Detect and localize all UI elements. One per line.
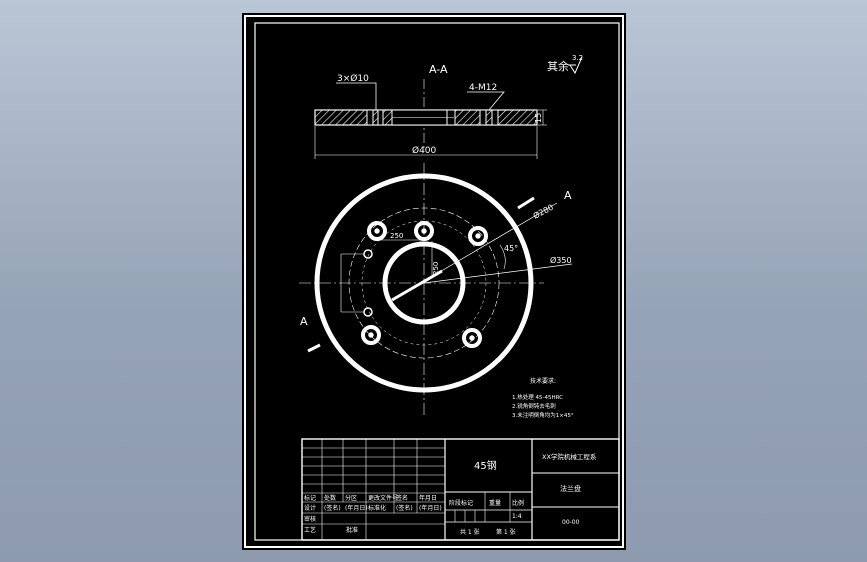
tech-req-line-2: 2.锐角倒钝去毛刺: [512, 402, 556, 410]
dim-holes-3: 3×Ø10: [337, 73, 369, 84]
tech-req-line-1: 1.热处理 45-45HRC: [512, 393, 563, 401]
tb-scale-label: 比例: [512, 499, 524, 507]
bolt-hole: [361, 221, 488, 348]
tb-header-1: 标记: [304, 494, 316, 502]
tb-scale-value: 1:4: [512, 513, 522, 520]
dim-outer-dia: Ø400: [412, 145, 437, 156]
dim-spacing-horizontal: 250: [390, 232, 403, 240]
tb-approval-3: 批准: [346, 526, 358, 534]
tb-header-3: 分区: [345, 494, 357, 502]
view-arrow-label-right: A: [564, 189, 572, 202]
section-view: [314, 109, 538, 126]
tb-approval-2: 工艺: [304, 526, 316, 534]
tech-req-heading: 技术要求:: [530, 377, 556, 385]
leader-4m12: [467, 91, 505, 111]
drawing-canvas: 其余 3.2 A-A: [244, 15, 624, 548]
tb-material: 45钢: [474, 459, 497, 472]
tb-stage-label: 阶段标记: [449, 499, 473, 507]
tb-drawing-no: 00-00: [562, 519, 580, 526]
tb-design-1: 设计: [304, 504, 316, 512]
tb-school: XX学院机械工程系: [542, 452, 597, 461]
tb-header-5: 签名: [396, 494, 408, 502]
tb-header-2: 处数: [324, 494, 336, 502]
tb-design-2: (签名): [324, 504, 341, 512]
tb-sheet-total: 共 1 张: [460, 528, 480, 536]
tb-design-3: (年月日): [345, 504, 368, 512]
tb-design-5: (签名): [396, 504, 413, 512]
tb-weight-label: 重量: [489, 499, 501, 507]
dim-angle: 45°: [504, 244, 518, 253]
dim-spacing-vertical: 250: [432, 262, 440, 275]
outer-border: [244, 15, 624, 548]
tb-sheet-no: 第 1 张: [496, 528, 516, 536]
tb-part-name: 法兰盘: [560, 484, 581, 493]
tb-header-4: 更改文件号: [368, 494, 398, 502]
tech-requirements: 技术要求: 1.热处理 45-45HRC 2.锐角倒钝去毛刺 3.未注明倒角均为…: [512, 377, 574, 419]
section-label: A-A: [429, 63, 448, 76]
tech-req-line-3: 3.未注明倒角均为1×45°: [512, 411, 574, 419]
dim-holes-4: 4-M12: [469, 83, 497, 93]
view-arrow-label-left: A: [300, 315, 308, 328]
tb-header-6: 年月日: [419, 494, 437, 502]
dim-bolt-circle-280: Ø280: [531, 202, 555, 221]
dim-thickness: 15: [534, 113, 543, 123]
tb-design-4: 标准化: [368, 504, 386, 512]
tb-design-6: (年月日): [419, 504, 442, 512]
roughness-symbol-icon: [568, 56, 583, 75]
roughness-value: 3.2: [572, 54, 583, 62]
dim-bolt-circle-350: Ø350: [550, 255, 572, 265]
roughness-note: 其余: [547, 59, 569, 73]
drawing-sheet: 其余 3.2 A-A: [242, 13, 626, 550]
leader-3x10: [336, 82, 377, 110]
plan-view: 250 250 Ø280 Ø350 45°: [299, 163, 573, 418]
tb-approval-1: 审核: [304, 515, 316, 523]
title-block: [301, 438, 620, 541]
